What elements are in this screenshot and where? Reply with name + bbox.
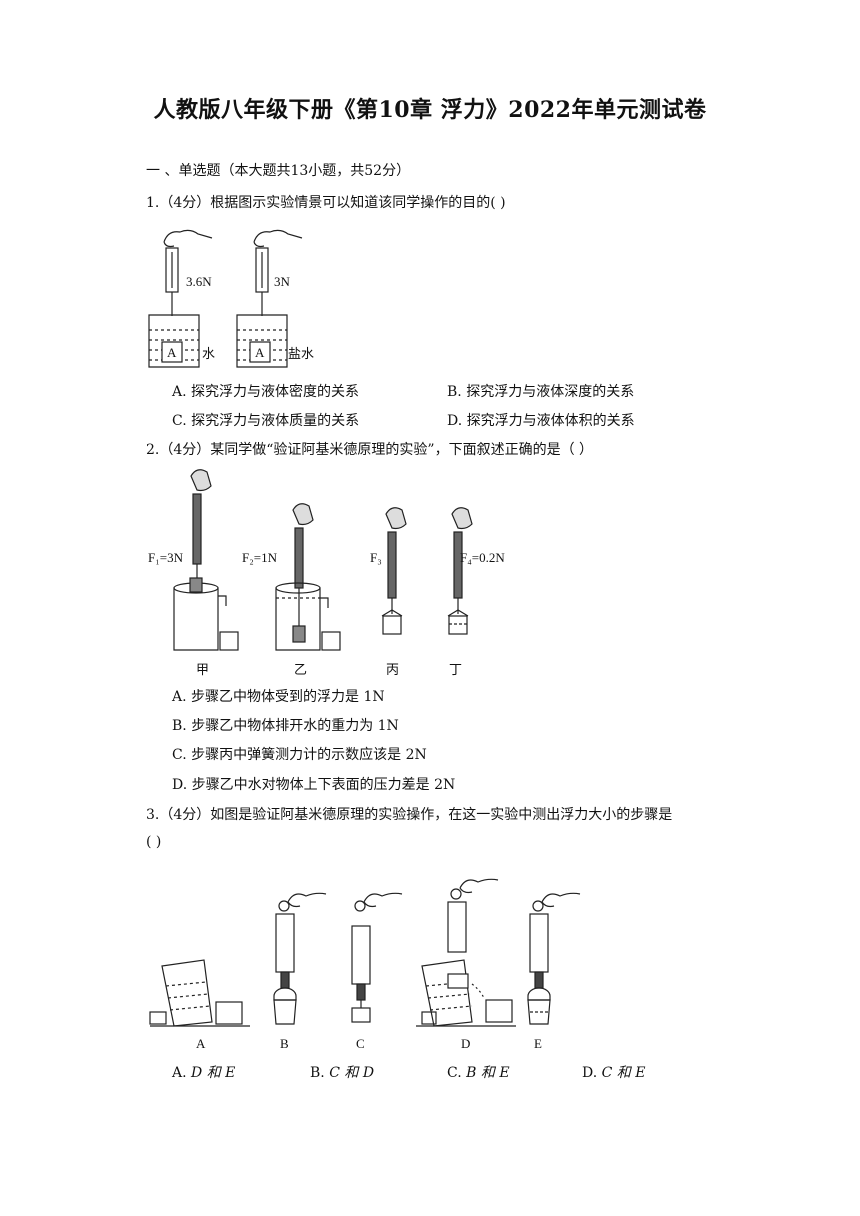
q3-option-a-prefix: A. [172,1065,192,1081]
q2-f1-label: F₁=3N [148,550,184,565]
q3-step-e: E [534,1036,542,1051]
q3-option-b-prefix: B. [310,1065,330,1081]
q3-option-a-text: D 和 E [191,1065,236,1081]
question-3-stem-line2: ( ) [146,834,162,850]
page-title: 人教版八年级下册《第10章 浮力》2022年单元测试卷 [153,97,707,123]
q3-step-c: C [356,1036,365,1051]
question-1-figure: 3.6N 3N A A 水 盐水 [148,229,314,368]
section-heading: 一 、单选题（本大题共13小题，共52分） [146,163,411,179]
q1-block-right: A [255,345,265,360]
q1-option-b: B. 探究浮力与液体深度的关系 [447,384,635,400]
q3-option-c-text: B 和 E [466,1065,510,1081]
q3-option-a: A. D 和 E [172,1062,235,1082]
q2-step-2: 乙 [294,663,307,678]
q3-step-b: B [280,1036,289,1051]
question-3-stem-line1: 3.（4分）如图是验证阿基米德原理的实验操作，在这一实验中测出浮力大小的步骤是 [146,807,673,823]
q1-reading-left: 3.6N [186,274,212,289]
q1-option-d: D. 探究浮力与液体体积的关系 [447,413,635,429]
q1-liquid-right: 盐水 [288,347,314,362]
q1-option-a: A. 探究浮力与液体密度的关系 [172,384,360,400]
q2-step-3: 丙 [386,663,399,678]
q2-f4-label: F₄=0.2N [460,550,505,565]
question-2-figure: F₁=3N F₂=1N F₃ F₄=0.2N 甲 乙 丙 丁 [148,469,505,678]
q1-liquid-left: 水 [202,347,215,362]
q3-option-d-text: C 和 E [601,1065,646,1081]
q3-option-b: B. C 和 D [310,1062,374,1082]
q2-option-c: C. 步骤丙中弹簧测力计的示数应该是 2N [172,747,427,763]
q3-option-d: D. C 和 E [582,1062,645,1082]
question-3-figure: A B C D E [149,878,581,1051]
q2-step-4: 丁 [449,663,462,678]
q3-option-d-prefix: D. [582,1065,602,1081]
q2-option-d: D. 步骤乙中水对物体上下表面的压力差是 2N [172,777,456,793]
q3-step-a: A [196,1036,206,1051]
q2-f3-label: F₃ [370,550,382,565]
q3-option-c-prefix: C. [447,1065,467,1081]
q1-reading-right: 3N [274,274,291,289]
q2-f2-label: F₂=1N [242,550,278,565]
q1-option-c: C. 探究浮力与液体质量的关系 [172,413,360,429]
q2-option-a: A. 步骤乙中物体受到的浮力是 1N [172,689,385,705]
q3-option-c: C. B 和 E [447,1062,510,1082]
q3-step-d: D [461,1036,470,1051]
question-1-stem: 1.（4分）根据图示实验情景可以知道该同学操作的目的( ) [146,195,506,211]
q3-option-b-text: C 和 D [329,1065,375,1081]
q2-step-1: 甲 [196,663,209,678]
q1-block-left: A [167,345,177,360]
q2-option-b: B. 步骤乙中物体排开水的重力为 1N [172,718,399,734]
question-2-stem: 2.（4分）某同学做“验证阿基米德原理的实验”，下面叙述正确的是（ ） [146,442,594,458]
hand-icon [163,229,213,248]
